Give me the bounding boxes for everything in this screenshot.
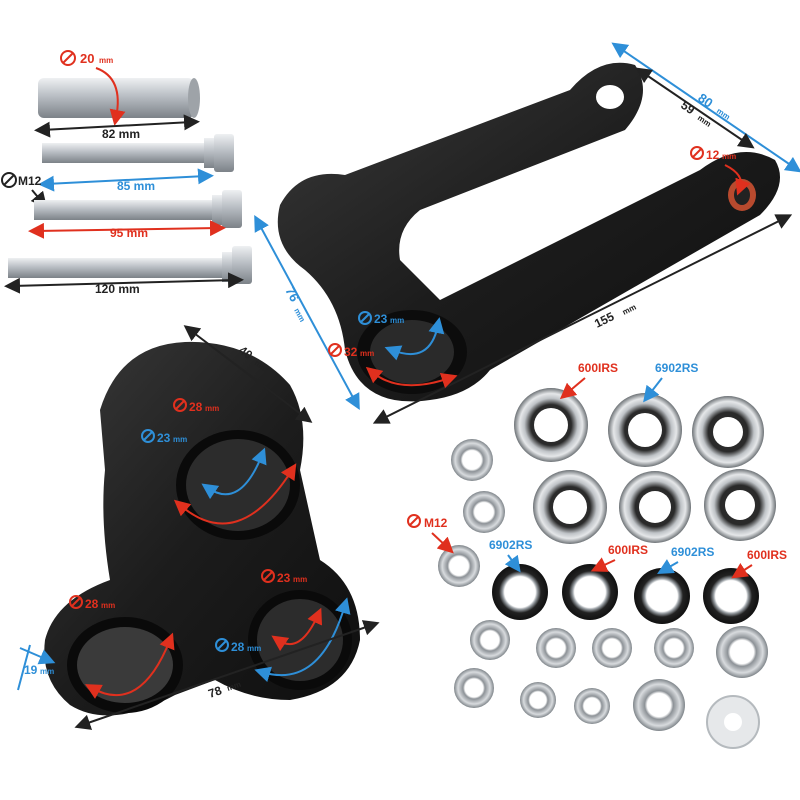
spacer-diameter-dim: 20 mm xyxy=(60,50,126,126)
svg-text:M12: M12 xyxy=(424,516,448,530)
bearing-grid xyxy=(514,388,776,544)
bolt-95-dim: 95 mm xyxy=(28,220,226,240)
dogbone-bore-23-unit: mm xyxy=(390,316,404,325)
seal-rings xyxy=(492,564,759,624)
rocker-78-value: 78 xyxy=(206,683,223,701)
rocker-link xyxy=(44,341,361,716)
bolt-85 xyxy=(42,134,234,172)
spacer-length-dim: 82 mm xyxy=(34,114,200,141)
bolt-120-label: 120 mm xyxy=(95,282,140,296)
dogbone-bore-32-unit: mm xyxy=(360,349,374,358)
dogbone-bore-32-dim: 32 mm xyxy=(328,343,458,389)
rocker-40-dim: 40 mm xyxy=(183,325,313,423)
dogbone-bore-23-value: 23 xyxy=(374,312,388,326)
rocker-bore-23-top-value: 23 xyxy=(157,431,171,445)
label-600irs-right: 600IRS xyxy=(731,548,787,579)
svg-text:600IRS: 600IRS xyxy=(578,361,618,375)
rocker-bore-28-left-value: 28 xyxy=(85,597,99,611)
dogbone-76-value: 76 xyxy=(282,284,302,304)
spacer-length-label: 82 mm xyxy=(102,127,140,141)
dogbone-hole-12-unit: mm xyxy=(722,152,736,161)
bolt-120-dim: 120 mm xyxy=(4,272,244,296)
bolt-95-label: 95 mm xyxy=(110,226,148,240)
rocker-bore-28-top-unit: mm xyxy=(205,404,219,413)
label-6902rs-mid: 6902RS xyxy=(489,538,532,573)
spacer-sleeve xyxy=(38,78,200,118)
bolt-95 xyxy=(34,190,242,228)
rocker-bore-23-top-unit: mm xyxy=(173,435,187,444)
bolt-85-dim: 85 mm xyxy=(38,168,214,193)
label-600irs-mid: 600IRS xyxy=(590,543,648,572)
svg-text:6902RS: 6902RS xyxy=(671,545,714,559)
dogbone-80-value: 80 xyxy=(695,90,715,111)
label-600irs-top: 600IRS xyxy=(559,361,618,400)
rocker-19-dim: 19 mm xyxy=(17,644,56,691)
bolt-120 xyxy=(8,246,252,284)
label-6902rs-mid2: 6902RS xyxy=(657,545,714,574)
svg-text:600IRS: 600IRS xyxy=(747,548,787,562)
dogbone-59-dim: 59 mm xyxy=(635,67,755,149)
bolt-85-label: 85 mm xyxy=(117,179,155,193)
rocker-bore-23-top-dim: 23 mm xyxy=(141,429,267,500)
label-nut-m12: M12 xyxy=(407,514,454,554)
dogbone-59-value: 59 xyxy=(678,98,697,117)
svg-text:6902RS: 6902RS xyxy=(655,361,698,375)
rocker-bore-28-top-dim: 28 mm xyxy=(173,398,297,525)
rocker-78-unit: mm xyxy=(226,680,242,693)
bushings xyxy=(454,620,768,749)
rocker-19-value: 19 xyxy=(24,663,38,677)
dogbone-hole-12-value: 12 xyxy=(706,148,720,162)
spacer-diameter-unit: mm xyxy=(99,56,113,65)
rocker-bore-28-left-unit: mm xyxy=(101,601,115,610)
dogbone-155-unit: mm xyxy=(621,302,638,316)
spacer-diameter-value: 20 xyxy=(80,51,94,66)
svg-text:600IRS: 600IRS xyxy=(608,543,648,557)
dogbone-bore-32-value: 32 xyxy=(344,345,358,359)
label-6902rs-top: 6902RS xyxy=(643,361,698,403)
rocker-bore-28-top-value: 28 xyxy=(189,400,203,414)
rocker-78-dim: 78 mm xyxy=(74,620,380,730)
rocker-bore-23-right-value: 23 xyxy=(277,571,291,585)
dogbone-hole-12-dim: 12 mm xyxy=(690,146,751,196)
thread-m12-label: M12 xyxy=(18,174,42,188)
flange-nuts xyxy=(438,439,505,587)
rocker-19-unit: mm xyxy=(40,667,54,676)
rocker-bore-28-right-unit: mm xyxy=(247,644,261,653)
dogbone-bore-23-dim: 23 mm xyxy=(358,311,445,361)
rocker-bore-28-right-value: 28 xyxy=(231,640,245,654)
svg-text:6902RS: 6902RS xyxy=(489,538,532,552)
rocker-bore-23-right-unit: mm xyxy=(293,575,307,584)
dogbone-80-unit: mm xyxy=(715,106,732,122)
dogbone-59-unit: mm xyxy=(696,113,713,129)
thread-m12-dim: M12 xyxy=(1,172,48,209)
